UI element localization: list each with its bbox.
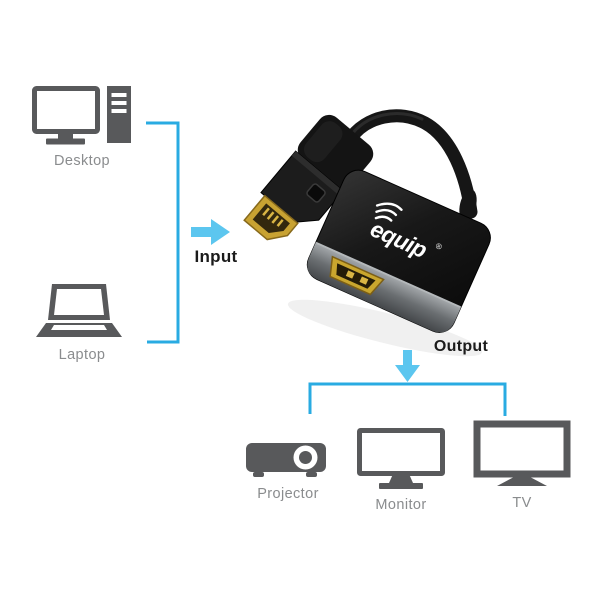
adapter-body: equip ® <box>306 169 491 333</box>
adapter-cable <box>343 109 478 219</box>
output-device-projector: Projector <box>246 441 330 502</box>
output-bracket-line <box>308 382 507 416</box>
output-flow-label: Output <box>433 338 489 355</box>
displayport-plug-icon <box>243 114 374 241</box>
laptop-icon <box>36 284 122 337</box>
output-device-tv: TV <box>473 420 571 511</box>
cable-strain-relief <box>459 189 477 221</box>
logo-swoosh-icon <box>375 208 398 217</box>
device-label-laptop: Laptop <box>58 347 106 363</box>
tv-icon <box>473 420 571 486</box>
logo-swoosh-icon <box>375 202 403 211</box>
input-bracket-line <box>146 121 180 344</box>
projector-icon <box>246 443 326 477</box>
input-device-laptop: Laptop <box>36 284 128 363</box>
output-device-monitor: Monitor <box>356 427 446 513</box>
device-label-monitor: Monitor <box>375 497 427 513</box>
input-flow-label: Input <box>194 247 238 266</box>
input-arrow-icon <box>191 219 230 245</box>
adapter-shadow <box>287 299 483 357</box>
device-label-tv: TV <box>512 495 532 511</box>
hdmi-port-icon <box>329 255 385 296</box>
device-label-desktop: Desktop <box>54 153 110 169</box>
input-device-desktop: Desktop <box>26 84 138 169</box>
registered-trademark: ® <box>434 241 443 252</box>
device-label-projector: Projector <box>257 486 319 502</box>
desktop-computer-icon <box>32 86 131 145</box>
logo-swoosh-icon <box>374 215 393 222</box>
output-arrow-icon <box>395 350 420 382</box>
cable-highlight <box>350 112 424 136</box>
monitor-icon <box>357 428 445 489</box>
